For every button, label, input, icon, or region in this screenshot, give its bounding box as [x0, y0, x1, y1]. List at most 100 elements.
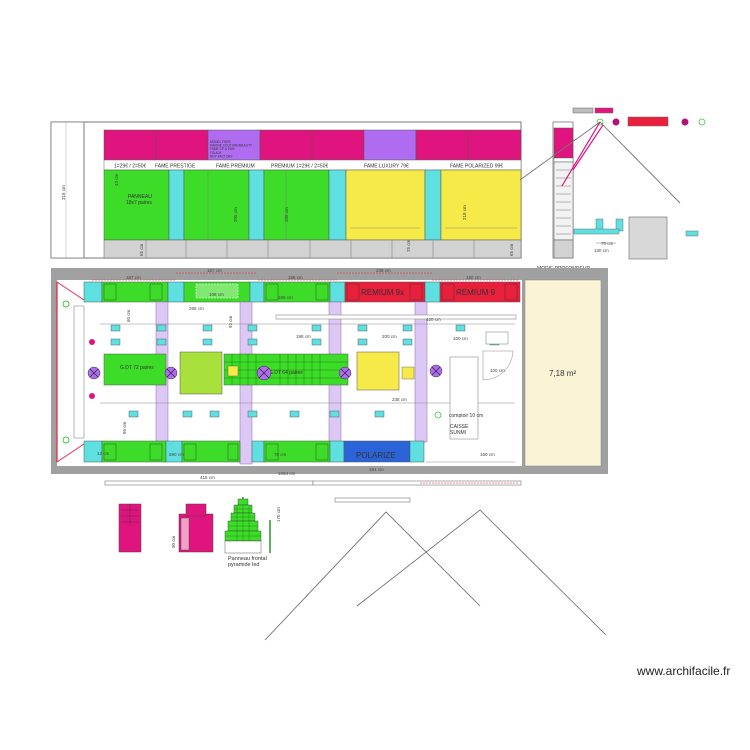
side-top-bar: [572, 107, 594, 114]
door-swing-arc: [482, 350, 514, 381]
side-view: 70 cm 130 cm MODIF PROFONDEURPOUR 2 BOIT…: [519, 107, 706, 282]
plan-dim-415: 415 cm: [200, 475, 215, 480]
magenta-dot-icon: [89, 339, 95, 345]
watermark: www.archifacile.fr: [637, 664, 731, 678]
upper-rail: [275, 314, 517, 320]
dim-205a: 205 cm: [233, 207, 238, 222]
side-dim-70: 70 cm: [601, 241, 614, 246]
plan-door-swing: [56, 281, 85, 301]
side-cyan-block: [615, 218, 624, 232]
label-polarize: POLARIZE: [356, 451, 396, 460]
label-remium-left: REMIUM 9x: [361, 288, 404, 297]
top-dim-2: 167 cm: [207, 268, 222, 273]
bottom-roof-lines: [264, 509, 607, 641]
exit-light-icon: [62, 436, 70, 444]
bottom-cyan-5: [409, 440, 425, 463]
side-rack: [553, 161, 574, 241]
side-cyan-shelf-small: [685, 230, 699, 237]
plan-dim-268: 268 cm: [189, 306, 204, 311]
checkout-fixture-icon: [434, 411, 442, 419]
plan-dim-100a: 100 cm: [453, 336, 468, 341]
plan-dim-161: 161 cm: [369, 467, 384, 472]
counter-top-box: [485, 331, 509, 345]
island-grid: [224, 354, 348, 385]
elevation-band-purple-2: [363, 129, 417, 161]
plan-dim-92: 92 cm: [228, 315, 233, 328]
dim-205b: 205 cm: [284, 207, 289, 222]
side-fixture-icon: [596, 118, 604, 126]
side-fixture-icon: [698, 118, 706, 126]
sign-label-5: FAME LUXURY 79€: [364, 164, 409, 170]
plan-dim-238: 238 cm: [392, 397, 407, 402]
sign-label-6: FAME POLARIZED 99€: [450, 164, 503, 170]
side-top-magenta: [594, 107, 614, 114]
elevation-panel-yellow-2: [440, 169, 522, 241]
plan-dim-420: 420 cm: [426, 317, 441, 322]
plan-dim-70: 70 cm: [274, 452, 287, 457]
top-green-1: [101, 281, 169, 303]
elevation-left-wall: [50, 121, 85, 259]
plan-entry-panel: [73, 305, 85, 439]
island-gdt64: [223, 353, 349, 386]
plan-dim-12: 12 cm: [97, 451, 110, 456]
label-remium-right: REMIUM 9: [456, 288, 496, 297]
plan-dim-60: 60 cm: [126, 309, 131, 322]
side-roof-lines: [519, 121, 681, 204]
side-red-sign: [627, 116, 669, 127]
island-yellow-small: [401, 366, 415, 380]
plan-dim-200: 200 cm: [382, 334, 397, 339]
detail-magenta-2: 90 cm: [171, 503, 214, 553]
label-gdt64: G.DT 64 paires: [269, 370, 303, 376]
island-gdt72: [103, 353, 167, 386]
purple-fixture-crosses: [89, 366, 441, 379]
elevation-panel-green-2: [183, 169, 250, 241]
top-dim-3: 186 cm: [288, 275, 303, 280]
under-plan-bars: [104, 480, 522, 503]
detail-magenta-1: [118, 503, 142, 553]
elevation-band-magenta-3: [415, 129, 522, 161]
exit-light-icon: [62, 300, 70, 308]
floor-plan: 7,18 m² REMIUM 9x REMIUM 9: [51, 268, 608, 486]
side-light-icon: [612, 118, 620, 126]
dim-65b: 65 cm: [509, 243, 514, 256]
plan-dim-66: 66 cm: [122, 421, 127, 434]
dim-43: 43 cm: [114, 173, 119, 186]
top-display-inner-lines: [103, 283, 518, 301]
top-green-3: [263, 281, 331, 303]
bottom-display-inner-lines: [103, 443, 329, 461]
label-comptoir: comptoir 10 cm: [449, 413, 483, 419]
side-base: [553, 239, 574, 259]
base-cabinet-seams: [145, 240, 475, 258]
magenta-dot-icon: [89, 393, 95, 399]
top-cyan-5: [424, 281, 441, 303]
elevation-height-dim: 316 cm: [61, 185, 66, 200]
pyramid-dim-170: 170 cm: [276, 507, 281, 522]
top-cyan-1: [83, 281, 103, 303]
bottom-cyan-4: [329, 440, 345, 463]
plan-door-swing: [56, 443, 85, 463]
sign-label-4: PREMIUM 1=29€ / 2=50€: [271, 164, 328, 170]
dim-218: 218 cm: [462, 205, 467, 220]
dim-75: 75 cm: [406, 239, 411, 252]
side-box: [628, 216, 668, 260]
island-block-left: [179, 351, 223, 395]
plan-dim-100b: 100 cm: [490, 368, 505, 373]
plan-dim-1084: 1084 cm: [278, 471, 296, 476]
top-cyan-4: [329, 281, 346, 303]
counter: [449, 356, 479, 440]
side-rack-lines: [556, 169, 571, 235]
plan-back-room: [524, 279, 602, 467]
top-dim-5: 150 cm: [466, 275, 481, 280]
plan-dim-108: 108 cm: [209, 292, 224, 297]
back-room-area: 7,18 m²: [549, 369, 576, 378]
plan-dim-198: 198 cm: [296, 334, 311, 339]
elevation-panel-cyan-3: [328, 169, 347, 241]
elevation-panel-cyan-1: [168, 169, 185, 241]
side-cyan-shelf: [573, 228, 620, 235]
top-red-remium-right: [439, 281, 521, 303]
